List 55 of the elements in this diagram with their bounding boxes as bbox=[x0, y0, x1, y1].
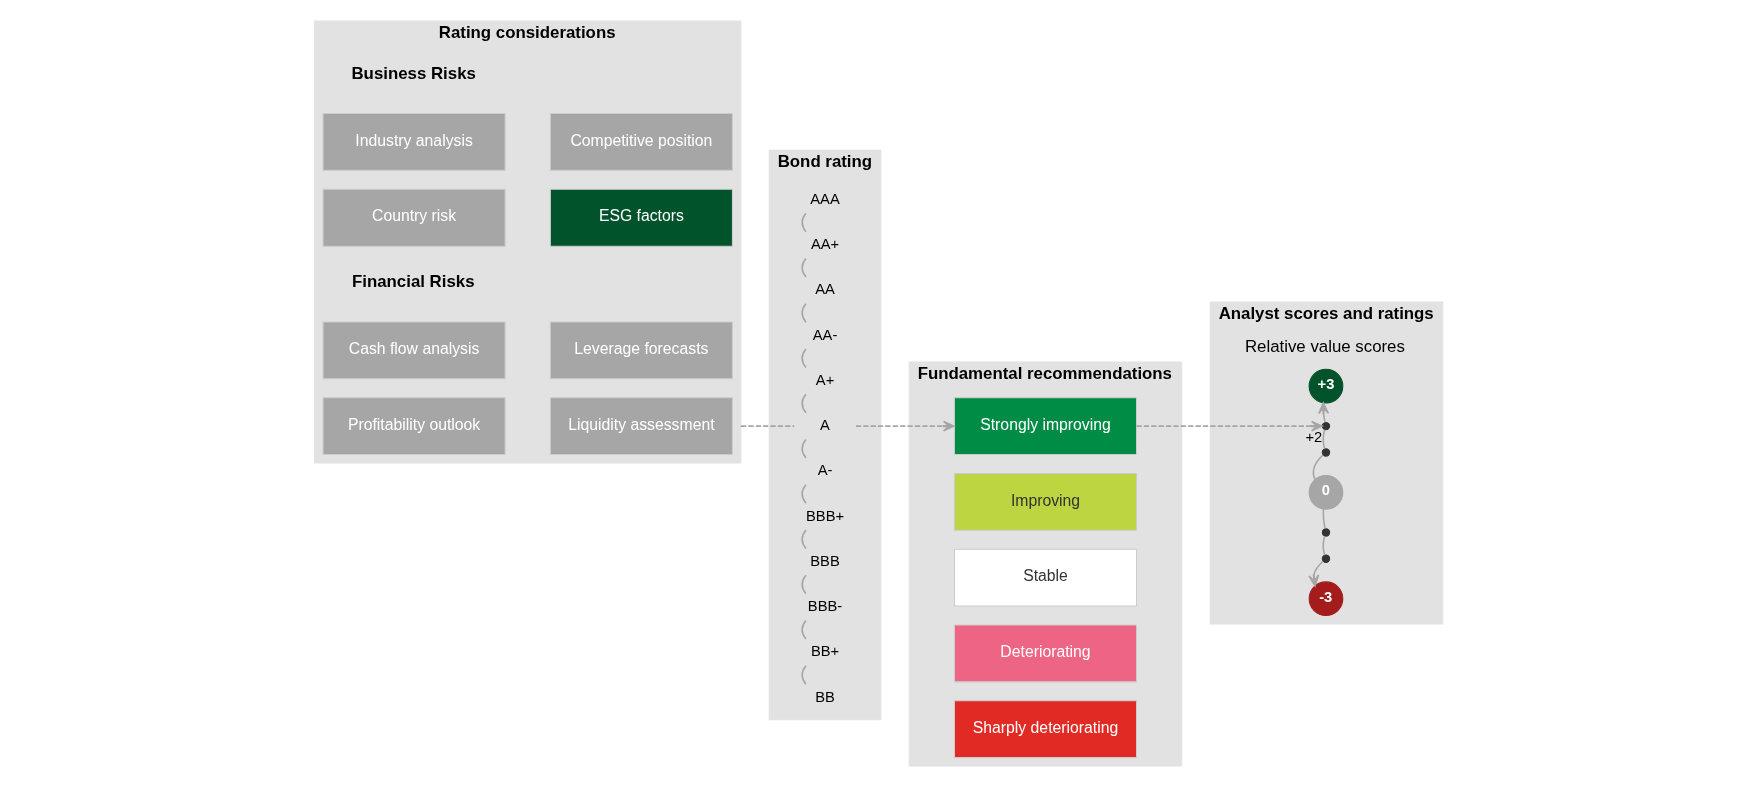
node-text: AAA bbox=[809, 190, 840, 207]
node-text: A bbox=[819, 417, 830, 434]
node-circle: -3 bbox=[1308, 581, 1343, 617]
arrow bbox=[854, 420, 955, 432]
connector bbox=[800, 257, 807, 278]
connector bbox=[1321, 428, 1325, 450]
connector bbox=[800, 484, 807, 504]
node-text: BB bbox=[814, 688, 835, 705]
node-text: BB+ bbox=[810, 643, 839, 660]
node-box: Deteriorating bbox=[953, 624, 1137, 683]
node-circle bbox=[1321, 554, 1330, 563]
node-text: BBB bbox=[809, 552, 840, 569]
arrow bbox=[1307, 560, 1324, 587]
arrow bbox=[1135, 420, 1323, 432]
connector bbox=[1321, 508, 1326, 530]
node-box: Stable bbox=[953, 548, 1137, 607]
node-circle: 0 bbox=[1308, 475, 1343, 510]
node-box: Cash flow analysis bbox=[322, 321, 506, 380]
node-circle bbox=[1321, 448, 1330, 457]
connector bbox=[800, 303, 807, 323]
node-circle bbox=[1321, 421, 1330, 431]
label: Business Risks bbox=[350, 63, 476, 83]
node-box: Industry analysis bbox=[322, 113, 506, 171]
node-box: ESG factors bbox=[549, 188, 733, 247]
connector bbox=[800, 574, 807, 595]
connector bbox=[739, 425, 795, 427]
connector bbox=[800, 348, 807, 369]
node-box: Competitive position bbox=[549, 113, 733, 171]
node-text: AA bbox=[814, 281, 835, 298]
node-box: Profitability outlook bbox=[322, 397, 506, 456]
node-box: Improving bbox=[953, 472, 1137, 531]
node-box: Strongly improving bbox=[953, 397, 1137, 456]
connector bbox=[800, 529, 807, 550]
node-box: Liquidity assessment bbox=[549, 397, 733, 456]
label: Financial Risks bbox=[351, 272, 475, 291]
connector bbox=[800, 438, 807, 459]
node-box: Sharply deteriorating bbox=[953, 700, 1137, 759]
node-text: BBB- bbox=[807, 598, 842, 615]
connector bbox=[800, 619, 807, 640]
node-circle: +3 bbox=[1308, 368, 1343, 404]
node-text: A- bbox=[817, 462, 832, 479]
connector bbox=[1321, 535, 1325, 556]
node-box: Leverage forecasts bbox=[549, 321, 733, 380]
node-text: AA+ bbox=[810, 236, 839, 253]
connector bbox=[800, 212, 807, 233]
connector bbox=[800, 665, 807, 685]
connector bbox=[800, 393, 807, 414]
node-box: Country risk bbox=[322, 188, 506, 247]
node-label: +2 bbox=[1304, 428, 1322, 445]
arrow bbox=[1317, 402, 1329, 424]
node-circle bbox=[1321, 528, 1330, 537]
node-text: AA- bbox=[812, 326, 837, 343]
connector bbox=[1312, 454, 1324, 481]
node-text: A+ bbox=[815, 371, 834, 388]
node-text: BBB+ bbox=[805, 507, 844, 524]
